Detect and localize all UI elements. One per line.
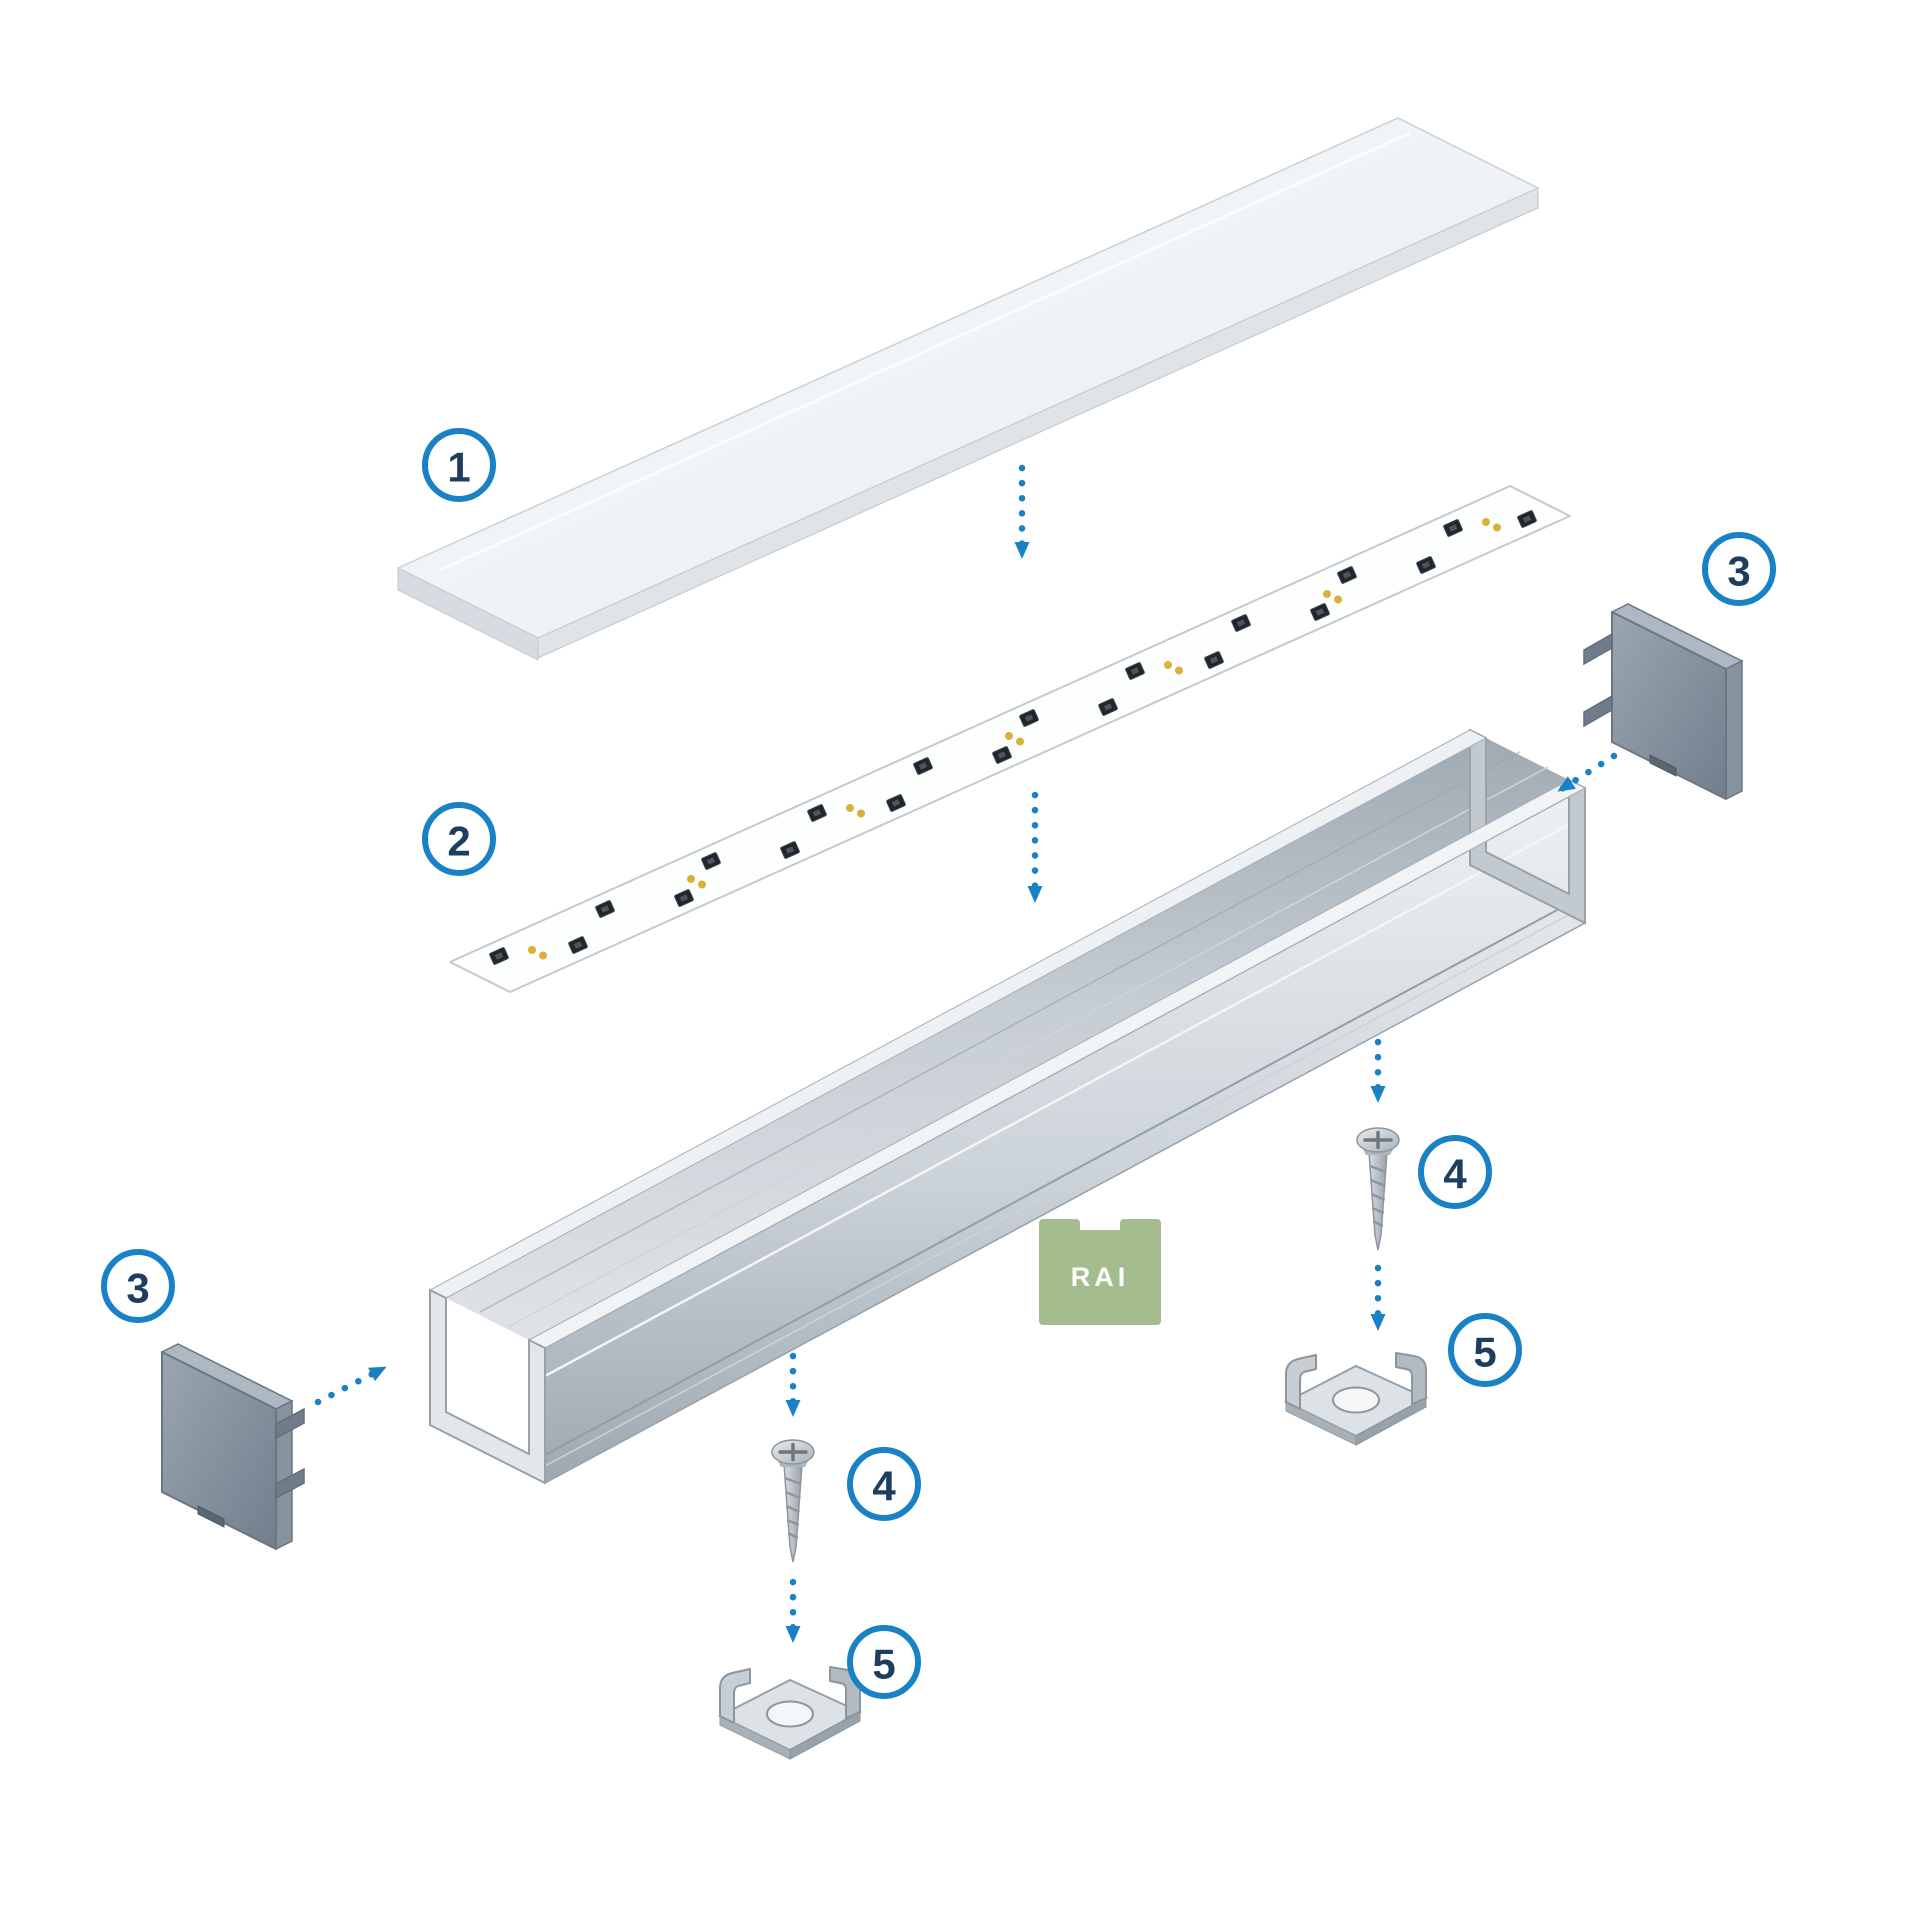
arrow-cap-right <box>1556 752 1618 794</box>
callout-4-right: 4 <box>1418 1135 1492 1209</box>
mounting-clip-right <box>1285 1352 1427 1446</box>
brand-badge-label: RAI <box>1071 1262 1130 1292</box>
screw-bottom <box>770 1438 816 1564</box>
arrow-cap-left <box>314 1364 388 1406</box>
svg-text:5: 5 <box>1473 1329 1496 1376</box>
svg-text:4: 4 <box>872 1463 896 1510</box>
svg-text:4: 4 <box>1443 1151 1467 1198</box>
end-cap-left <box>160 1343 305 1551</box>
callout-2: 2 <box>422 802 496 876</box>
end-cap-right <box>1583 603 1744 801</box>
svg-text:3: 3 <box>126 1265 149 1312</box>
svg-text:1: 1 <box>447 444 470 491</box>
aluminum-profile <box>428 728 1587 1485</box>
mounting-clip-bottom <box>719 1666 861 1760</box>
svg-text:5: 5 <box>872 1641 895 1688</box>
assembly-arrows <box>314 464 1618 1644</box>
led-strip <box>449 485 1571 993</box>
callout-5-right: 5 <box>1448 1313 1522 1387</box>
svg-text:2: 2 <box>447 818 470 865</box>
svg-text:3: 3 <box>1727 548 1750 595</box>
brand-badge: RAI <box>1039 1219 1161 1325</box>
screw-right <box>1355 1126 1401 1252</box>
end-cap-slot <box>1649 754 1677 777</box>
callout-1: 1 <box>422 428 496 502</box>
end-cap-slot <box>197 1505 225 1528</box>
callout-3-left: 3 <box>101 1249 175 1323</box>
callout-5-bottom: 5 <box>847 1625 921 1699</box>
callout-4-bottom: 4 <box>847 1447 921 1521</box>
callout-3-right: 3 <box>1702 532 1776 606</box>
profile-cut-end <box>429 1288 546 1485</box>
diffuser-cover <box>396 117 1540 661</box>
